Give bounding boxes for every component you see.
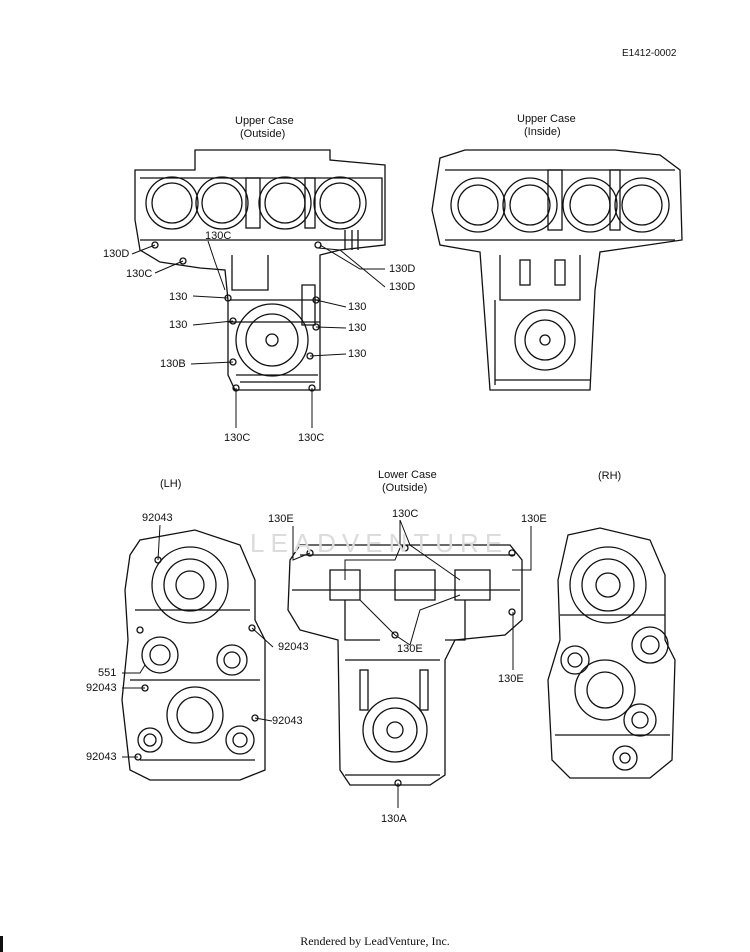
caption-lower-outside-line1: Lower Case (378, 469, 437, 481)
callout-130-right-3: 130 (348, 348, 367, 360)
callout-130c-lower: 130C (392, 508, 419, 520)
rh-case-drawing (547, 527, 676, 779)
caption-upper-outside-line1: Upper Case (235, 115, 294, 127)
callout-130c-top: 130C (205, 230, 232, 242)
callout-130d-right-2: 130D (389, 281, 416, 293)
callout-130e-lower-right: 130E (498, 673, 524, 685)
leader-lines (122, 240, 532, 808)
callout-130a: 130A (381, 813, 407, 825)
callout-92043-left-2: 92043 (86, 751, 117, 763)
caption-upper-outside-line2: (Outside) (240, 128, 286, 140)
callout-92043-top: 92043 (142, 512, 173, 524)
callout-130c-left: 130C (126, 268, 153, 280)
caption-upper-inside-line1: Upper Case (517, 113, 576, 125)
edge-mark (0, 936, 3, 952)
callout-130-right-1: 130 (348, 301, 367, 313)
caption-upper-inside-line2: (Inside) (524, 126, 561, 138)
callout-130d-left: 130D (103, 248, 130, 260)
callout-92043-left-1: 92043 (86, 682, 117, 694)
callout-130e-left: 130E (268, 513, 294, 525)
callout-92043-right-1: 92043 (278, 641, 309, 653)
callout-130-left-2: 130 (169, 319, 188, 331)
callout-130c-bottom-1: 130C (224, 432, 251, 444)
callout-130-left-1: 130 (169, 291, 188, 303)
callout-130d-right-1: 130D (389, 263, 416, 275)
lower-case-outside-drawing (287, 544, 523, 787)
watermark: LEADVENTURE (250, 528, 509, 558)
caption-lower-outside-line2: (Outside) (382, 482, 428, 494)
lh-case-drawing (121, 529, 266, 781)
upper-case-inside-drawing (431, 149, 683, 391)
callout-551: 551 (98, 667, 117, 679)
callout-130e-right: 130E (521, 513, 547, 525)
footer-credit: Rendered by LeadVenture, Inc. (300, 934, 450, 948)
callout-130c-bottom-2: 130C (298, 432, 325, 444)
caption-rh: (RH) (598, 470, 622, 482)
callout-130-right-2: 130 (348, 322, 367, 334)
caption-lh: (LH) (160, 478, 182, 490)
document-code: E1412-0002 (622, 48, 677, 59)
upper-case-outside-drawing (134, 149, 386, 392)
callout-130b: 130B (160, 358, 186, 370)
callout-92043-right-2: 92043 (272, 715, 303, 727)
callout-130e-center: 130E (397, 643, 423, 655)
